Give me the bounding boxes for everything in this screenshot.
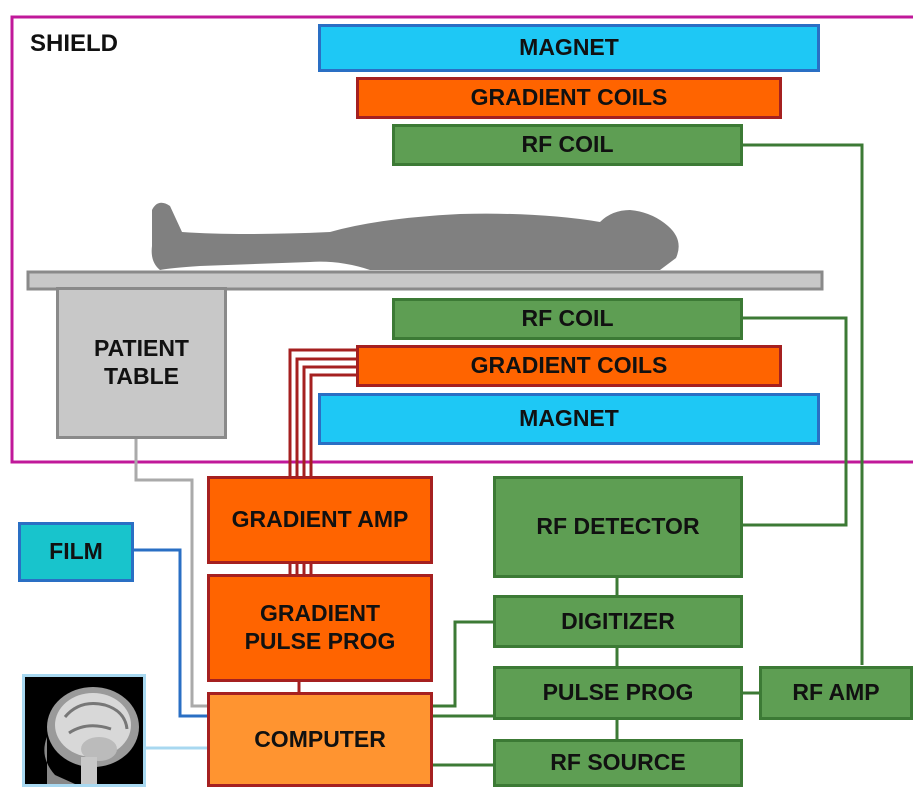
gradient-amp: GRADIENT AMP bbox=[207, 476, 433, 564]
magnet-bottom: MAGNET bbox=[318, 393, 820, 445]
rf-amp: RF AMP bbox=[759, 666, 913, 720]
patient-silhouette-icon bbox=[151, 202, 679, 270]
digitizer: DIGITIZER bbox=[493, 595, 743, 648]
wire-gradient-amp-to-pulse-prog bbox=[288, 563, 313, 576]
brain-mri-icon bbox=[22, 674, 146, 787]
rf-detector: RF DETECTOR bbox=[493, 476, 743, 578]
magnet-top: MAGNET bbox=[318, 24, 820, 72]
patient-table: PATIENT TABLE bbox=[56, 287, 227, 439]
gradient-coils-bottom: GRADIENT COILS bbox=[356, 345, 782, 387]
rf-coil-top: RF COIL bbox=[392, 124, 743, 166]
wire-computer-to-digitizer bbox=[432, 620, 494, 708]
wire-film-to-computer bbox=[134, 548, 208, 718]
wire-table-to-computer bbox=[134, 436, 208, 708]
wire-gradient-coils-to-gradient-amp bbox=[288, 348, 356, 478]
patient-table-top bbox=[26, 270, 824, 291]
wire-rf-coil-bottom-to-rf-detector bbox=[742, 316, 848, 527]
film: FILM bbox=[18, 522, 134, 582]
shield-border bbox=[10, 15, 913, 464]
computer: COMPUTER bbox=[207, 692, 433, 787]
rf-source: RF SOURCE bbox=[493, 739, 743, 787]
rf-coil-bottom: RF COIL bbox=[392, 298, 743, 340]
pulse-prog: PULSE PROG bbox=[493, 666, 743, 720]
gradient-pulse-prog: GRADIENT PULSE PROG bbox=[207, 574, 433, 682]
wire-rf-coil-top-to-rf-amp bbox=[742, 143, 864, 665]
gradient-coils-top: GRADIENT COILS bbox=[356, 77, 782, 119]
shield-label: SHIELD bbox=[30, 30, 119, 57]
